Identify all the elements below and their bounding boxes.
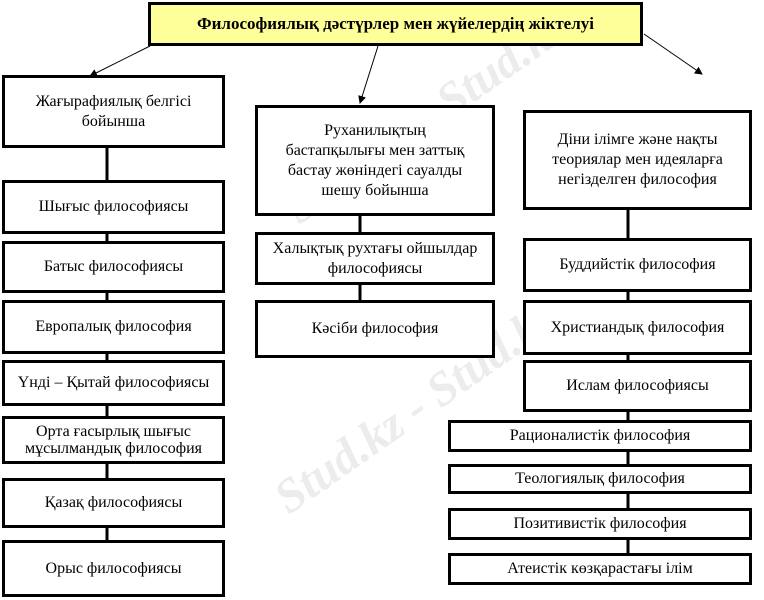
right-item: Христиандық философия — [523, 300, 752, 355]
middle-item: Халықтық рухтағы ойшылдар философиясы — [255, 232, 495, 285]
left-item: Европалық философия — [2, 300, 225, 354]
arrow-left — [89, 45, 151, 77]
arrow-middle — [358, 45, 379, 104]
right-header: Діни ілімге және нақты теориялар мен иде… — [523, 110, 752, 210]
arrow-right — [643, 33, 703, 75]
diagram-title: Философиялық дәстүрлер мен жүйелердің жі… — [148, 2, 643, 46]
left-item: Орта ғасырлық шығыс мұсылмандық философи… — [2, 416, 225, 464]
right-item: Позитивистік философия — [448, 508, 752, 540]
left-item: Шығыс философиясы — [2, 180, 225, 234]
left-item: Үнді – Қытай философиясы — [2, 360, 225, 406]
middle-item: Кәсіби философия — [255, 300, 495, 358]
right-item: Теологиялық философия — [448, 464, 752, 494]
left-item: Орыс философиясы — [2, 540, 225, 597]
right-item: Ислам философиясы — [523, 360, 752, 412]
right-item: Рационалистік философия — [448, 420, 752, 452]
left-item: Батыс философиясы — [2, 241, 225, 293]
middle-header: Руханилықтың бастапқылығы мен заттық бас… — [255, 105, 495, 216]
left-item: Қазақ философиясы — [2, 478, 225, 528]
right-item: Атеистік көзқарастағы ілім — [448, 553, 752, 585]
right-item: Буддийстік философия — [523, 238, 752, 292]
left-header: Жағырафиялық белгісі бойынша — [2, 75, 225, 148]
